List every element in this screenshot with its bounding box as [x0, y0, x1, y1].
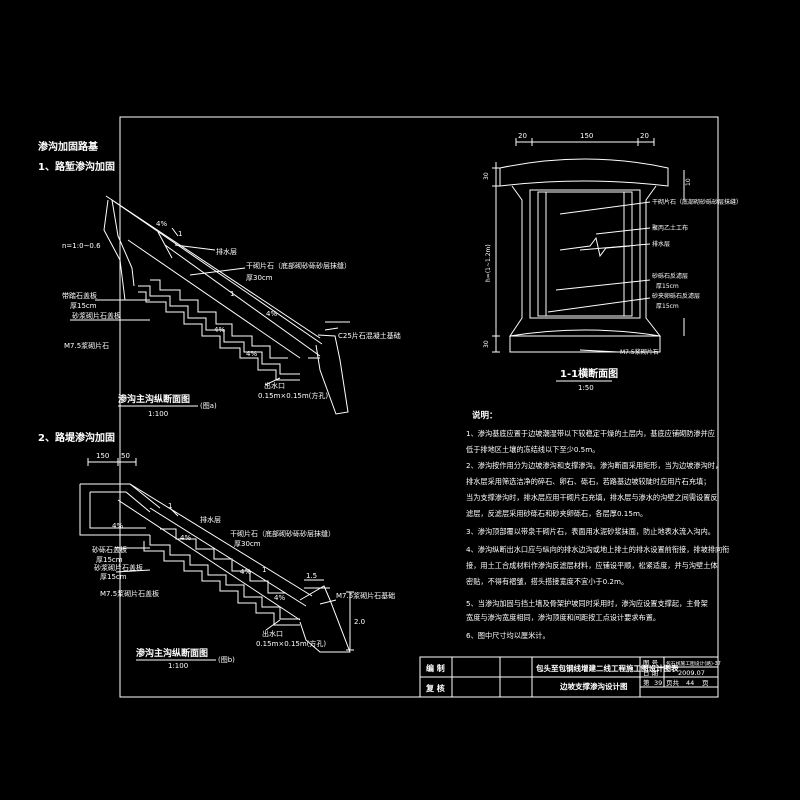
cap-stone-2: 砂浆砌片石盖板 — [72, 311, 121, 320]
xs-scale: 1:50 — [578, 384, 594, 392]
svg-text:1: 1 — [230, 290, 234, 298]
fig-b-cap-stone: 砂砾石盖板 — [92, 545, 127, 554]
tb-page: 39 — [654, 679, 662, 687]
fig-b-dry-stone: 干砌片石（底部砌砂砾砂层抹缝） — [230, 529, 335, 538]
gravel-base-a: C25片石混凝土基础 — [338, 331, 401, 340]
dry-stone-label-a: 干砌片石（底部砌砂砾砂层抹缝） — [246, 261, 351, 270]
xs-gravel-thk: 厚15cm — [656, 283, 679, 290]
svg-text:4%: 4% — [246, 350, 257, 358]
note-line: 密贴，不得有褶皱，搭头搭接宽度不宜小于0.2m。 — [466, 577, 628, 586]
xs-dim-30-bottom: 30 — [483, 340, 490, 348]
xs-sand-thk: 厚15cm — [656, 303, 679, 310]
cross-section-1-1 — [492, 138, 685, 353]
fig-b-dim-50: 50 — [121, 452, 130, 460]
svg-text:4%: 4% — [240, 568, 251, 576]
outlet-a: 出水口 — [264, 381, 285, 390]
note-line: 2、渗沟按作用分为边坡渗沟和支撑渗沟。渗沟断面采用矩形，当为边坡渗沟时， — [466, 461, 722, 470]
svg-text:4%: 4% — [266, 310, 277, 318]
xs-dim-20-right: 20 — [640, 132, 649, 140]
figure-a-profile: 1 1 4% 4% 4% 4% — [70, 195, 350, 415]
xs-dim-150: 150 — [580, 132, 593, 140]
tb-page-label-2: 页共 — [666, 678, 680, 687]
svg-text:4%: 4% — [156, 220, 167, 228]
note-line: 当为支撑渗沟时，排水层应用干砌片石充填，排水层与渗水的沟壁之间需设置反 — [466, 493, 718, 502]
figure-b-profile: 1 4% 4% 4% 4% 1 — [79, 458, 354, 653]
thickness-1: 厚15cm — [70, 302, 97, 310]
fig-b-m75-base: M7.5浆砌片石基础 — [336, 591, 395, 600]
tb-drawing-name: 边坡支撑渗沟设计图 — [559, 681, 628, 691]
fig-b-dim-20: 2.0 — [354, 618, 365, 626]
xs-gravel: 砂砾石反滤层 — [652, 272, 688, 280]
fig-a-tag: (图a) — [200, 402, 217, 410]
tb-page-label-3: 页 — [702, 679, 709, 687]
fig-b-m75-cap: M7.5浆砌片石盖板 — [100, 589, 159, 598]
svg-text:1: 1 — [262, 566, 266, 574]
mortar-1: M7.5浆砌片石 — [64, 341, 109, 350]
case1-title: 1、路堑渗沟加固 — [38, 160, 115, 173]
fig-b-outlet-size: 0.15m×0.15m(方孔) — [256, 639, 326, 648]
dry-stone-thk-a: 厚30cm — [246, 274, 273, 282]
xs-base: M7.5浆砌片石 — [620, 348, 659, 356]
note-line: 低于排地区土壤的冻结线以下至少0.5m。 — [466, 445, 599, 454]
note-line: 滤层，反滤层采用砂砾石和砂夹卵砾石，各层厚0.15m。 — [466, 509, 647, 518]
cap-stone-1: 带踏石盖板 — [62, 291, 97, 300]
xs-dim-30-top: 30 — [483, 172, 490, 180]
case2-title: 2、路堤渗沟加固 — [38, 431, 115, 444]
xs-dim-20-left: 20 — [518, 132, 527, 140]
svg-text:4%: 4% — [214, 326, 225, 334]
outlet-size-a: 0.15m×0.15m(方孔) — [258, 391, 328, 400]
fig-b-scale: 1:100 — [168, 662, 188, 670]
tb-total: 44 — [686, 679, 694, 687]
note-line: 4、渗沟纵断出水口应与纵向的排水边沟或地上排土的排水设置前衔接，排坡排向衔 — [466, 545, 729, 554]
fig-b-mortar-stone: 砂浆砌片石盖板 — [94, 563, 143, 572]
slope-ratio: n=1:0~0.6 — [62, 242, 101, 250]
fig-b-dry-thk: 厚30cm — [234, 540, 261, 548]
fig-b-dim-150: 150 — [96, 452, 109, 460]
fig-b-mortar-thk: 厚15cm — [100, 573, 127, 581]
note-line: 排水层采用筛选洁净的碎石、卵石、砾石，若路基边坡较陡时应用片石充填； — [466, 477, 710, 486]
xs-caption: 1-1横断面图 — [560, 367, 618, 380]
xs-geotextile: 聚丙乙土工布 — [652, 224, 688, 232]
note-line: 5、当渗沟加固与挡土墙及骨架护坡同时采用时，渗沟应设置支撑起，主骨架 — [466, 599, 708, 608]
xs-dim-height: h=(1~1.2m) — [485, 244, 492, 282]
sheet-border — [119, 116, 719, 698]
note-line: 3、渗沟顶部覆以带泉干砌片石，表面用水泥砂浆抹面，防止地表水流入沟内。 — [466, 527, 715, 536]
tb-date-label: 日 期 — [643, 669, 659, 677]
svg-text:4%: 4% — [274, 594, 285, 602]
note-line: 1、渗沟基底应置于边坡潮湿带以下较稳定干燥的土层内，基底应铺砌防渗并应 — [466, 429, 715, 438]
note-line: 宽度与渗沟宽度相同，渗沟顶度和间距按工点设计要求布置。 — [466, 613, 660, 622]
svg-text:4%: 4% — [112, 522, 123, 530]
fig-b-tag: (图b) — [218, 656, 235, 664]
fig-a-scale: 1:100 — [148, 410, 168, 418]
xs-dry-stone: 干砌片石（底部砌砂砾砂层抹缝） — [652, 198, 742, 206]
tb-drawing-no-label: 图 号 — [643, 659, 659, 667]
tb-date: 2009.07 — [678, 669, 705, 677]
svg-text:4%: 4% — [180, 534, 191, 542]
tb-project: 包头至包钢线增建二线工程施工图设计图表 — [535, 663, 679, 673]
fig-b-drain: 排水层 — [200, 515, 221, 524]
fig-a-caption: 渗沟主沟纵断面图 — [118, 393, 190, 405]
tb-page-label-1: 第 — [643, 678, 650, 687]
fig-b-dim-15: 1.5 — [306, 572, 317, 580]
drain-layer-label-a: 排水层 — [216, 247, 237, 256]
note-line: 接，用土工合成材料作渗沟反滤层材料，应铺设平顺，松紧适度，并与沟壁土体 — [466, 561, 718, 570]
xs-drain: 排水层 — [652, 240, 670, 248]
section-title: 渗沟加固路基 — [38, 140, 99, 153]
fig-b-outlet: 出水口 — [262, 629, 283, 638]
xs-sand: 砂夹卵砾石反滤层 — [652, 292, 700, 300]
note-line: 6、图中尺寸均以厘米计。 — [466, 631, 550, 640]
tb-drawing-no: 包石线施工图设计(路)-37 — [666, 660, 721, 667]
tb-designed: 编 制 — [426, 663, 445, 673]
svg-text:1: 1 — [178, 230, 182, 238]
fig-b-caption: 渗沟主沟纵断面图 — [136, 647, 208, 659]
tb-reviewed: 复 核 — [425, 683, 445, 693]
fig-b-cap-thk: 厚15cm — [96, 556, 123, 564]
notes-title: 说明： — [472, 410, 498, 421]
notes-block: 说明： 1、渗沟基底应置于边坡潮湿带以下较稳定干燥的土层内，基底应铺砌防渗并应 … — [466, 410, 729, 640]
xs-dim-10: 10 — [685, 178, 692, 186]
svg-text:1: 1 — [168, 502, 172, 510]
title-block — [419, 656, 719, 698]
